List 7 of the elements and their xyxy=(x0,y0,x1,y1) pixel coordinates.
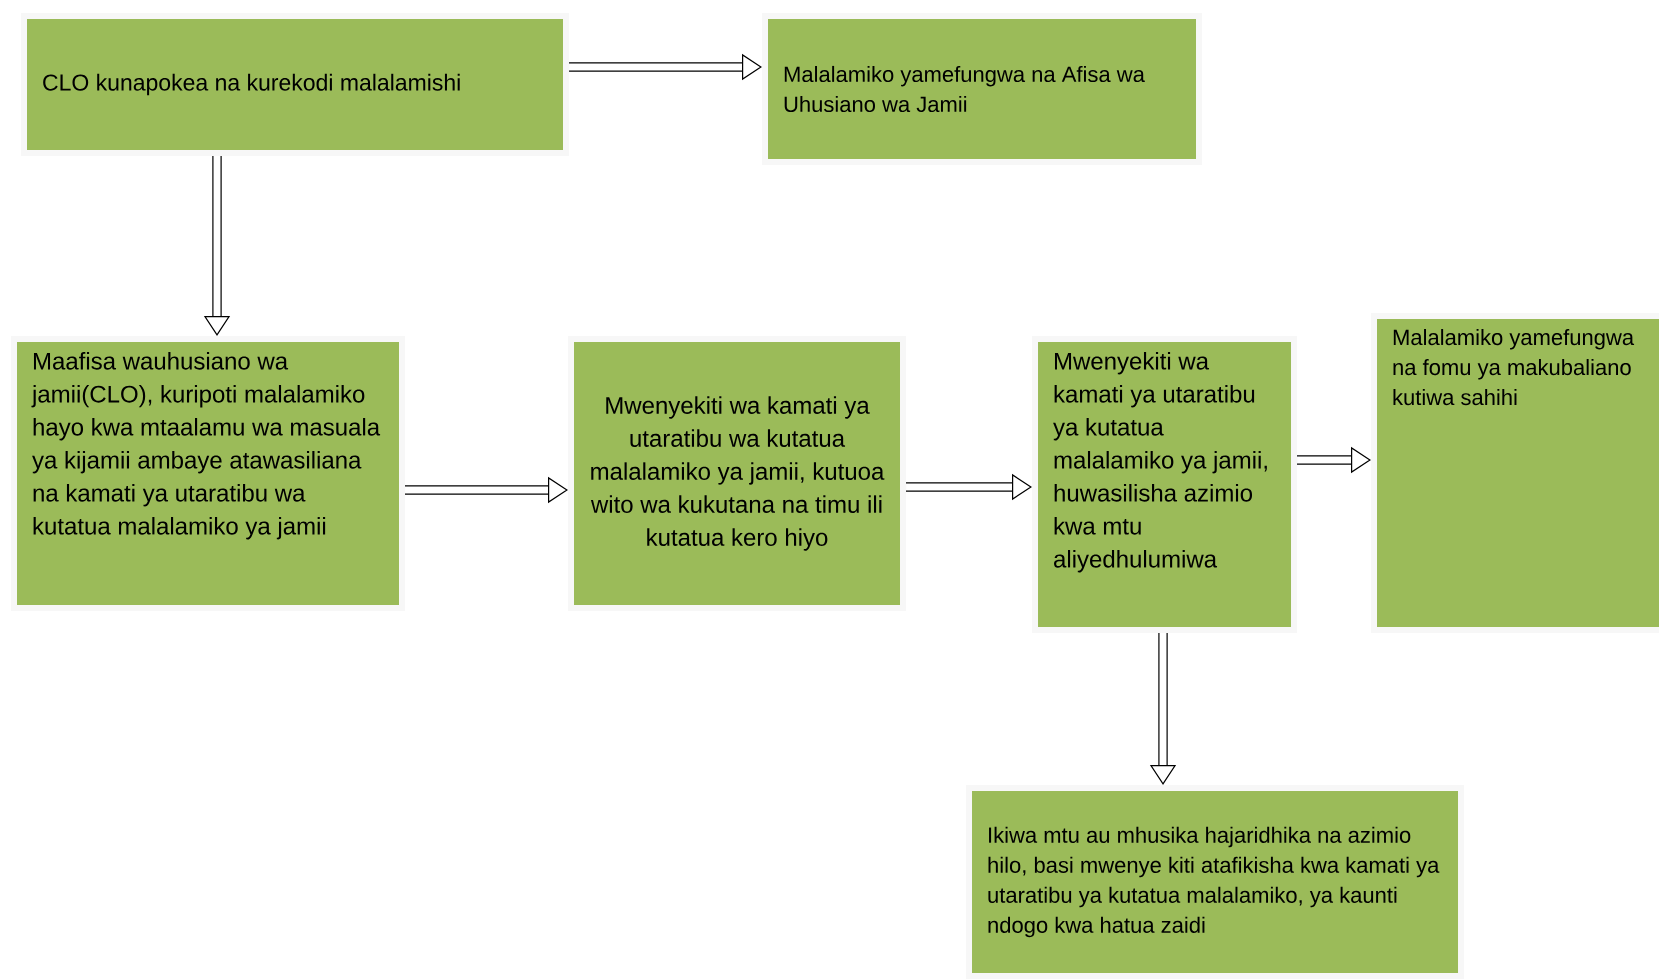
process-box: Maafisa wauhusiano wa jamii(CLO), kuripoti malalamiko hayo kwa mtaalamu wa masuala ya kijamii ambaye atawasiliana na kamati ya utaratibu wa kutatua malalamiko ya jamii xyxy=(11,336,405,611)
process-box: Mwenyekiti wa kamati ya utaratibu ya kutatua malalamiko ya jamii, huwasilisha azimio kwa mtu aliyedhulumiwa xyxy=(1032,336,1297,633)
process-box: CLO kunapokea na kurekodi malalamishi xyxy=(21,13,569,156)
process-box: Malalamiko yamefungwa na fomu ya makubaliano kutiwa sahihi xyxy=(1371,313,1659,633)
process-box: Malalamiko yamefungwa na Afisa wa Uhusiano wa Jamii xyxy=(762,13,1202,165)
process-box: Mwenyekiti wa kamati ya utaratibu wa kutatua malalamiko ya jamii, kutuoa wito wa kukutana na timu ili kutatua kero hiyo xyxy=(568,336,906,611)
process-box: Ikiwa mtu au mhusika hajaridhika na azimio hilo, basi mwenye kiti atafikisha kwa kamati ya utaratibu ya kutatua malalamiko, ya kaunti ndogo kwa hatua zaidi xyxy=(966,785,1464,979)
